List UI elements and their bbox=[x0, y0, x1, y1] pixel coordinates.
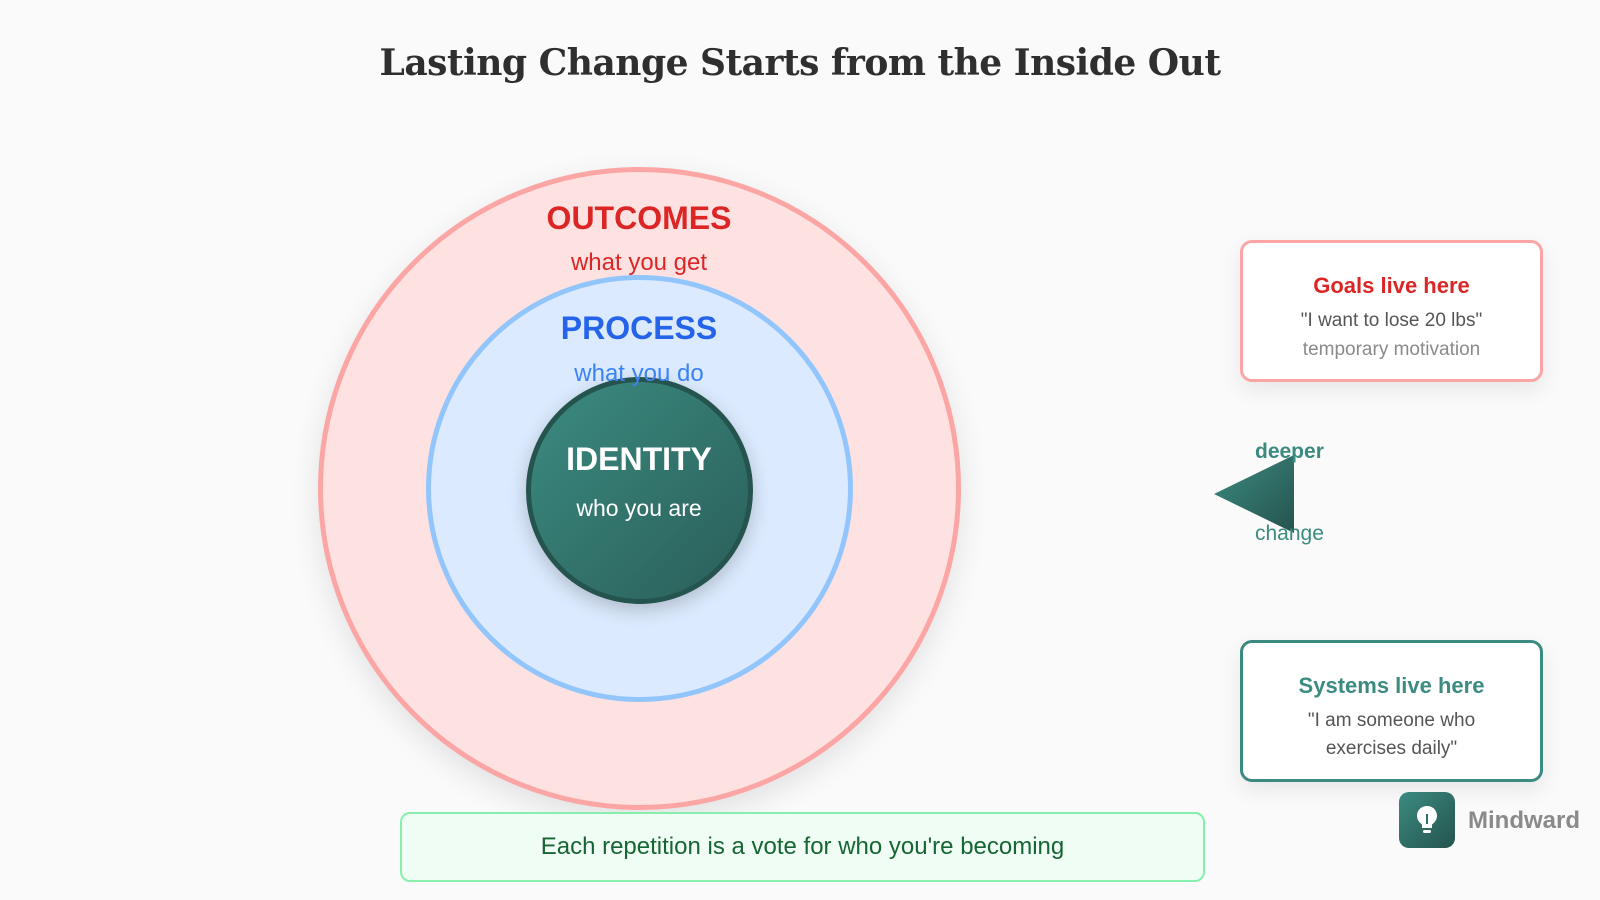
arrow-label-deeper: deeper bbox=[1255, 440, 1324, 463]
identity-subtitle: who you are bbox=[576, 495, 702, 521]
goals-card-note: temporary motivation bbox=[1302, 339, 1481, 360]
process-label: PROCESS bbox=[560, 310, 718, 346]
goals-card-quote: "I want to lose 20 lbs" bbox=[1300, 310, 1483, 331]
systems-card-quote: "I am someone who exercises daily" bbox=[1307, 710, 1476, 759]
outcomes-subtitle: what you get bbox=[570, 249, 708, 276]
identity-label: IDENTITY bbox=[566, 441, 712, 477]
goals-card-title: Goals live here bbox=[1313, 273, 1470, 298]
outcomes-label: OUTCOMES bbox=[546, 200, 732, 236]
page-title: Lasting Change Starts from the Inside Ou… bbox=[379, 42, 1221, 84]
goals-card: Goals live here "I want to lose 20 lbs" … bbox=[1240, 240, 1543, 382]
arrow-label-change: change bbox=[1255, 522, 1324, 545]
bottom-banner: Each repetition is a vote for who you're… bbox=[400, 812, 1205, 882]
lightbulb-icon bbox=[1399, 792, 1455, 848]
systems-card: Systems live here "I am someone who exer… bbox=[1240, 640, 1543, 782]
process-subtitle: what you do bbox=[574, 360, 704, 387]
identity-circle bbox=[526, 377, 753, 604]
systems-card-title: Systems live here bbox=[1298, 673, 1485, 698]
arrow-left-icon bbox=[1214, 455, 1294, 533]
brand-name: Mindward bbox=[1468, 807, 1580, 834]
